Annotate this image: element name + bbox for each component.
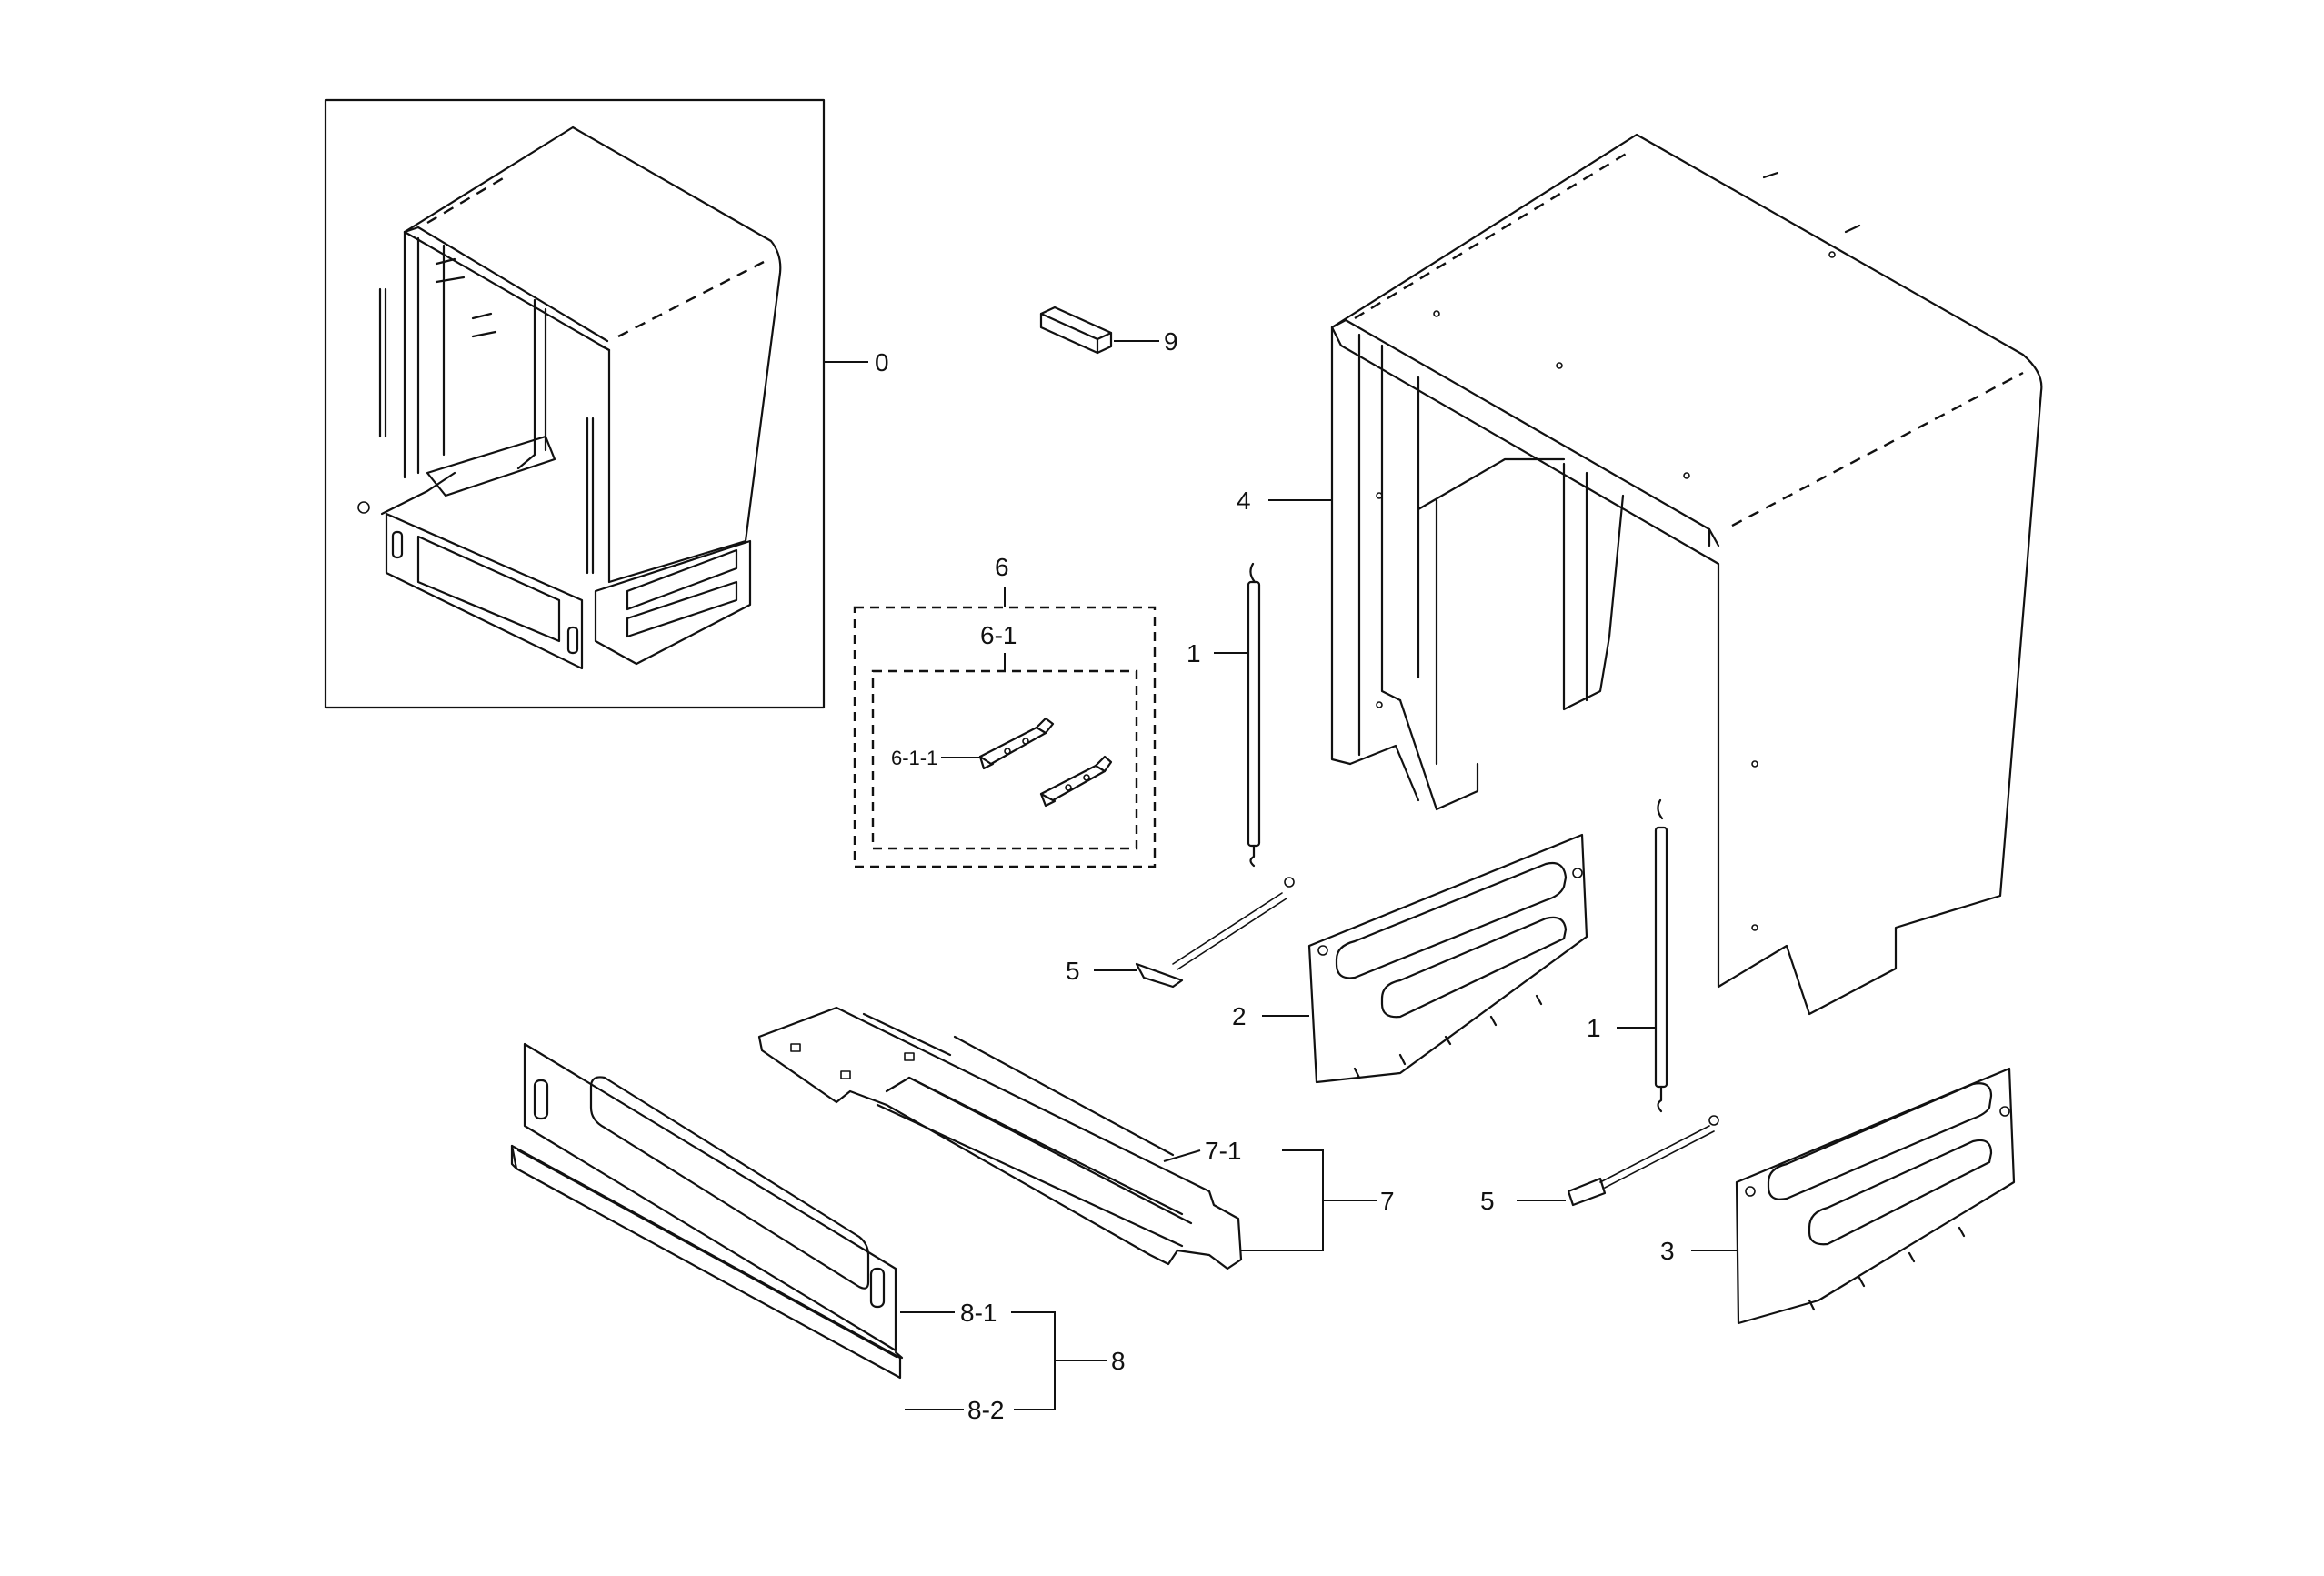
part-5-cable-lower xyxy=(1567,1115,1719,1207)
callout-9-label: 9 xyxy=(1164,327,1178,356)
part-6-kit-box xyxy=(853,587,1157,868)
callout-6[interactable]: 6 xyxy=(995,553,1009,581)
callout-2-label: 2 xyxy=(1232,1002,1247,1030)
callout-9[interactable]: 9 xyxy=(1114,327,1178,356)
callout-7[interactable]: 7 xyxy=(1241,1149,1395,1251)
part-2-side-rail xyxy=(1307,833,1588,1084)
callout-1-upper[interactable]: 1 xyxy=(1187,639,1247,668)
part-5-cable-upper xyxy=(1135,877,1295,989)
callout-5-lower-label: 5 xyxy=(1480,1187,1495,1215)
callout-7-label: 7 xyxy=(1380,1187,1395,1215)
part-6-1-1-hinge-brackets xyxy=(978,717,1113,808)
callout-3[interactable]: 3 xyxy=(1660,1237,1737,1265)
callout-6-1-label: 6-1 xyxy=(980,621,1017,649)
assembly-inset xyxy=(324,98,826,709)
callout-6-1-1-label: 6-1-1 xyxy=(891,747,937,769)
part-7-toe-kick-bracket xyxy=(757,1006,1243,1270)
callout-7-1-label: 7-1 xyxy=(1205,1137,1241,1165)
callout-2[interactable]: 2 xyxy=(1232,1002,1309,1030)
callout-8-2-label: 8-2 xyxy=(967,1396,1004,1424)
part-1-spring-lower xyxy=(1654,798,1668,1113)
callout-6-1[interactable]: 6-1 xyxy=(980,621,1017,649)
callout-7-1[interactable]: 7-1 xyxy=(1163,1137,1241,1165)
callout-5-upper[interactable]: 5 xyxy=(1066,957,1137,985)
callout-8-1-label: 8-1 xyxy=(960,1299,997,1327)
callout-5-upper-label: 5 xyxy=(1066,957,1080,985)
part-8-1-toe-kick-panel xyxy=(523,1042,897,1352)
callout-1-lower[interactable]: 1 xyxy=(1587,1014,1655,1042)
callout-8[interactable]: 8 xyxy=(1011,1311,1126,1410)
callout-3-label: 3 xyxy=(1660,1237,1675,1265)
part-8-2-gasket xyxy=(510,1144,904,1380)
assembly-cabinet-drawing xyxy=(357,125,782,670)
callout-5-lower[interactable]: 5 xyxy=(1480,1187,1566,1215)
callout-0[interactable]: 0 xyxy=(824,348,889,376)
callout-1-lower-label: 1 xyxy=(1587,1014,1601,1042)
part-9-block xyxy=(1039,306,1113,355)
callout-8-label: 8 xyxy=(1111,1347,1126,1375)
callout-4-label: 4 xyxy=(1237,487,1251,515)
callout-6-1-1[interactable]: 6-1-1 xyxy=(891,747,982,769)
callout-1-upper-label: 1 xyxy=(1187,639,1201,668)
callout-8-1[interactable]: 8-1 xyxy=(900,1299,997,1327)
callout-0-label: 0 xyxy=(875,348,889,376)
callout-6-label: 6 xyxy=(995,553,1009,581)
part-1-spring-upper xyxy=(1247,562,1261,868)
part-4-outer-shell xyxy=(1330,133,2043,1016)
part-3-side-rail xyxy=(1735,1067,2016,1325)
callout-4[interactable]: 4 xyxy=(1237,487,1332,515)
callout-8-2[interactable]: 8-2 xyxy=(905,1396,1004,1424)
